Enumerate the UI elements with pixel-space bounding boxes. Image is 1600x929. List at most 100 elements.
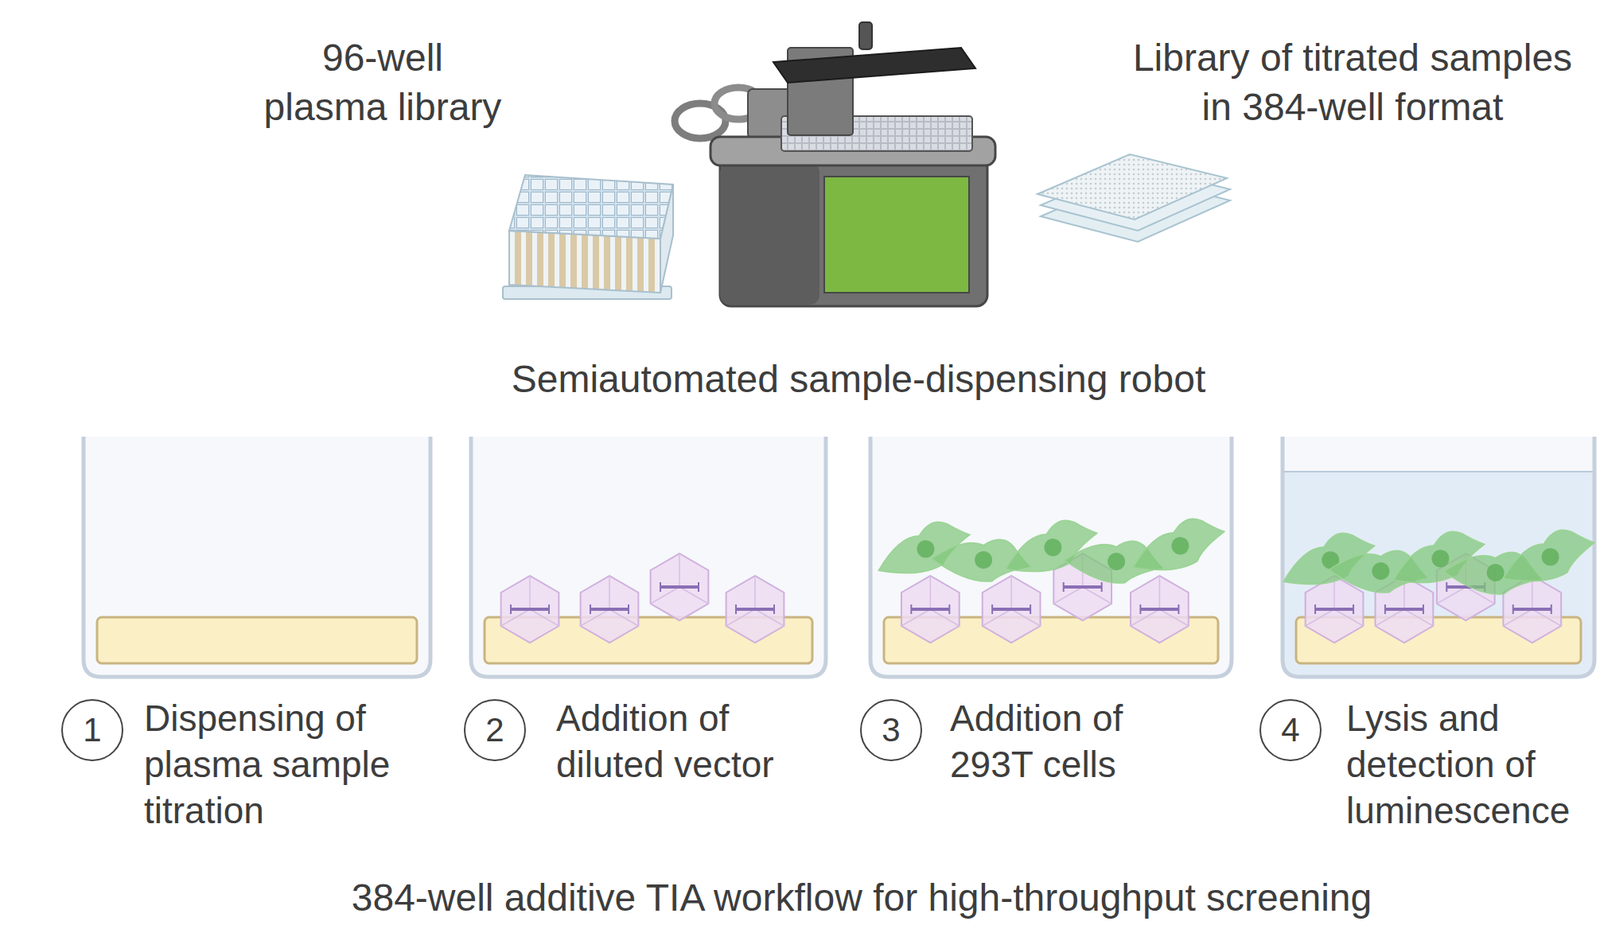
capsid-facet <box>608 576 611 610</box>
well-wall <box>83 436 431 678</box>
capsid-facet <box>1082 587 1112 604</box>
aav-vector <box>580 576 639 643</box>
itr <box>1384 604 1386 615</box>
vector-genome <box>1140 607 1179 612</box>
plate-front <box>509 230 661 293</box>
cell-nucleus <box>1429 548 1452 570</box>
itr <box>1314 604 1316 615</box>
itr <box>1177 604 1180 615</box>
callout-number: 3 <box>881 713 900 748</box>
capsid-facet <box>609 609 639 627</box>
293t-cell <box>1494 522 1600 591</box>
itr <box>509 604 512 615</box>
capsid-facet <box>1404 609 1433 627</box>
capsid-facet <box>678 553 681 588</box>
plasma-layer <box>97 617 417 664</box>
well <box>83 436 431 678</box>
itr <box>659 582 662 592</box>
vector-genome <box>660 585 699 589</box>
cell-nucleus <box>1370 560 1391 582</box>
well-wall <box>1282 436 1595 678</box>
well-outline <box>1282 436 1595 678</box>
robot-panel <box>824 176 970 293</box>
384-well-plates <box>1037 154 1231 242</box>
capsid-facet <box>580 609 610 627</box>
cell-body <box>1125 511 1231 580</box>
itr <box>991 604 993 615</box>
capsid-facet <box>529 576 531 610</box>
capsid <box>726 576 785 643</box>
cell-nucleus <box>1485 562 1507 584</box>
capsid-facet <box>1159 576 1161 610</box>
itr <box>589 604 592 615</box>
capsid <box>1305 576 1364 643</box>
well <box>1275 436 1600 678</box>
capsid-facet <box>529 609 559 627</box>
capsid <box>580 576 639 643</box>
well-illustrations <box>83 436 1600 678</box>
293t-cell <box>1125 511 1231 580</box>
step-number-circle: 3 <box>860 699 923 762</box>
capsid-facet <box>726 609 756 627</box>
capsid <box>901 576 960 643</box>
aav-vector <box>1305 576 1364 643</box>
vector-genome <box>510 607 549 612</box>
96-well-plate <box>502 175 674 300</box>
vector-genome <box>1385 607 1424 612</box>
cell-nucleus <box>914 538 937 561</box>
instrument-label: Semiautomated sample-dispensing robot <box>381 354 1336 405</box>
well-wall <box>870 436 1232 678</box>
arm-knob <box>859 22 873 50</box>
capsid <box>501 576 560 643</box>
figure-caption: 384-well additive TIA workflow for high-… <box>225 873 1499 923</box>
capsid <box>1130 576 1189 643</box>
itr <box>1422 604 1425 615</box>
capsid-facet <box>1010 576 1013 610</box>
capsid-facet <box>754 576 756 610</box>
cell-nucleus <box>1539 546 1562 569</box>
capsid-facet <box>1130 609 1160 627</box>
aav-vector <box>501 576 560 643</box>
cell-nucleus <box>973 549 994 571</box>
capsid-facet <box>1305 609 1335 627</box>
capsid-facet <box>930 609 959 627</box>
aav-vector <box>726 576 785 643</box>
step-number-circle: 2 <box>463 699 526 762</box>
robot-body <box>720 155 988 307</box>
itr <box>627 604 630 615</box>
step-number-circle: 1 <box>61 699 124 762</box>
step-label: Addition of 293T cells <box>949 695 1189 788</box>
capsid-facet <box>1011 609 1040 627</box>
vector-genome <box>590 607 629 612</box>
capsid-facet <box>901 609 931 627</box>
capsid-facet <box>1502 609 1532 627</box>
vector-genome <box>1513 607 1552 612</box>
capsid-facet <box>930 576 932 610</box>
capsid-facet <box>755 609 784 627</box>
capsid-facet <box>1053 587 1083 604</box>
aav-vector <box>1130 576 1189 643</box>
capsid-facet <box>679 587 709 604</box>
cell-nucleus <box>1042 537 1064 559</box>
capsid <box>650 553 709 621</box>
cell-nucleus <box>1105 551 1127 573</box>
well-outline <box>471 436 826 678</box>
itr <box>1029 604 1032 615</box>
well <box>870 436 1232 678</box>
itr <box>1139 604 1141 615</box>
step-label: Addition of diluted vector <box>556 695 819 788</box>
capsid-facet <box>1375 609 1405 627</box>
step-label: Dispensing of plasma sample titration <box>144 695 415 834</box>
capsid-facet <box>1532 609 1562 627</box>
itr <box>548 604 550 615</box>
capsid-facet <box>501 609 530 627</box>
well-outline <box>83 436 431 678</box>
itr <box>1512 604 1515 615</box>
robot-side <box>720 163 820 305</box>
callout-number: 2 <box>485 713 504 748</box>
capsid-facet <box>1159 609 1188 627</box>
itr <box>910 604 912 615</box>
